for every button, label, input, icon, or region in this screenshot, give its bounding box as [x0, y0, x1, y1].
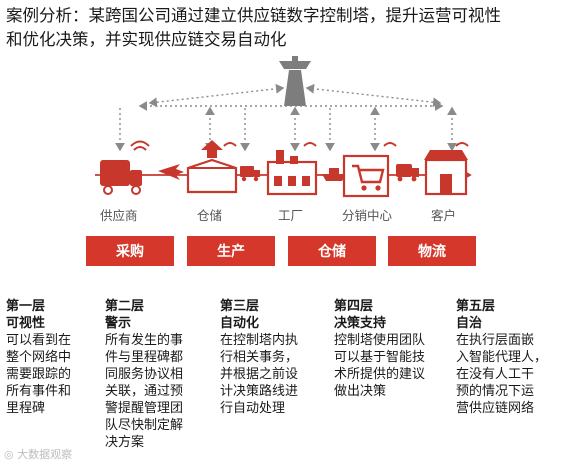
watermark: ◎ 大数据观察	[4, 448, 73, 461]
phase-warehousing: 仓储	[288, 236, 376, 266]
title-line-2: 和优化决策，并实现供应链交易自动化	[6, 30, 287, 49]
layer-3: 第三层 自动化 在控制塔内执行相关事务，并根据之前设计决策路线进行自动处理	[220, 298, 325, 417]
layer-2-title: 第二层	[105, 299, 145, 314]
layer-5-desc: 在执行层面嵌入智能代理人，在没有人工干预的情况下运营供应链网络	[456, 333, 548, 416]
layer-3-title: 第三层	[220, 299, 260, 314]
layer-5-title: 第五层	[456, 299, 496, 314]
layer-3-desc: 在控制塔内执行相关事务，并根据之前设计决策路线进行自动处理	[220, 333, 299, 416]
layer-4-title: 第四层	[334, 299, 374, 314]
customer-store-icon	[424, 142, 469, 196]
layer-2: 第二层 警示 所有发生的事件与里程碑都同服务协议相关联，通过预警提醒管理团队尽快…	[105, 298, 210, 451]
control-tower-icon	[279, 56, 311, 106]
ship-icon	[322, 168, 346, 181]
control-tower-diagram	[95, 56, 472, 198]
layer-1: 第一层 可视性 可以看到在整个网络中需要跟踪的所有事件和里程碑	[6, 298, 94, 417]
supplier-truck-icon	[100, 140, 150, 195]
distribution-cart-icon	[342, 142, 397, 198]
layer-4-desc: 控制塔使用团队可以基于智能技术所提供的建议做出决策	[334, 333, 426, 399]
layer-5: 第五层 自治 在执行层面嵌入智能代理人，在没有人工干预的情况下运营供应链网络	[456, 298, 566, 417]
watermark-logo-icon: ◎	[4, 448, 18, 461]
layer-1-name: 可视性	[6, 316, 46, 331]
phase-production: 生产	[187, 236, 275, 266]
layer-5-name: 自治	[456, 316, 483, 331]
phase-logistics: 物流	[388, 236, 476, 266]
factory-icon	[266, 142, 318, 196]
title-line-1: 案例分析：某跨国公司通过建立供应链数字控制塔，提升运营可视性	[6, 6, 501, 25]
node-label-customer: 客户	[431, 208, 457, 223]
van-icon	[396, 164, 419, 182]
layer-2-name: 警示	[105, 316, 132, 331]
layer-1-title: 第一层	[6, 299, 46, 314]
layer-3-name: 自动化	[220, 316, 260, 331]
node-label-factory: 工厂	[278, 208, 304, 223]
delivery-truck-icon	[240, 166, 260, 182]
layer-4-name: 决策支持	[334, 316, 387, 331]
layer-2-desc: 所有发生的事件与里程碑都同服务协议相关联，通过预警提醒管理团队尽快制定解决方案	[105, 333, 184, 450]
node-label-distribution-center: 分销中心	[342, 208, 393, 223]
page-title: 案例分析：某跨国公司通过建立供应链数字控制塔，提升运营可视性 和优化决策，并实现…	[6, 4, 566, 52]
warehouse-box-icon	[186, 140, 238, 194]
phase-procurement: 采购	[86, 236, 174, 266]
airplane-icon	[158, 164, 184, 180]
node-label-supplier: 供应商	[100, 208, 138, 223]
node-label-warehouse: 仓储	[197, 208, 223, 223]
layer-1-desc: 可以看到在整个网络中需要跟踪的所有事件和里程碑	[6, 333, 72, 416]
layer-4: 第四层 决策支持 控制塔使用团队可以基于智能技术所提供的建议做出决策	[334, 298, 444, 400]
